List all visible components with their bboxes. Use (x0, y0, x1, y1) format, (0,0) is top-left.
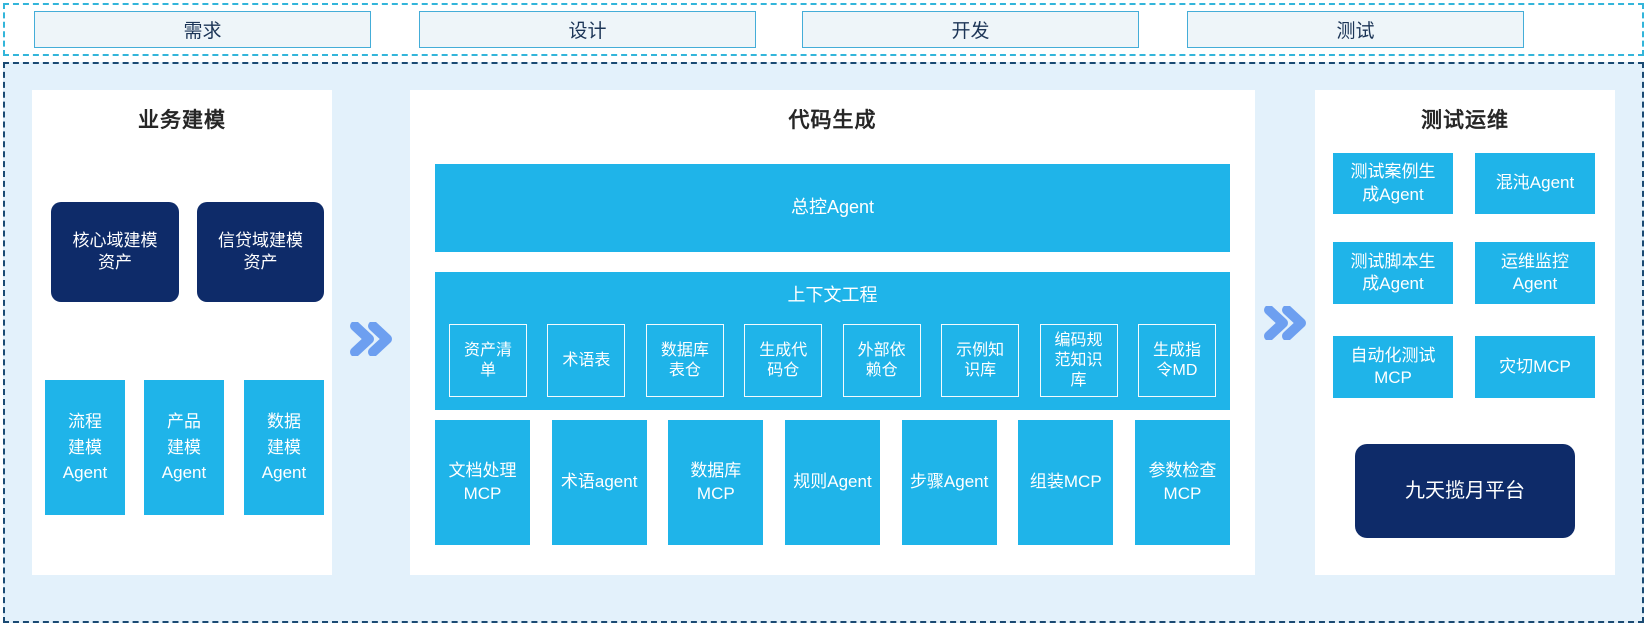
flow-arrow-icon (350, 322, 392, 356)
business-modeling-title: 业务建模 (138, 109, 226, 132)
context-item-glossary: 术语表 (547, 324, 626, 397)
context-item-sample-knowledge: 示例知 识库 (941, 324, 1020, 397)
master-agent-bar: 总控Agent (435, 164, 1230, 252)
phase-box-testing: 测试 (1187, 11, 1524, 48)
main-flow-container: 业务建模 核心域建模 资产 信贷域建模 资产 流程 建模 Agent 产品 建模… (3, 62, 1644, 623)
context-item-gen-code-repo: 生成代 码仓 (744, 324, 823, 397)
testops-box-chaos-agent: 混沌Agent (1475, 153, 1595, 214)
agent-box-process-modeling: 流程 建模 Agent (45, 380, 125, 515)
testops-box-ops-monitor-agent: 运维监控 Agent (1475, 242, 1595, 304)
code-generation-tools: 文档处理 MCP 术语agent 数据库 MCP 规则Agent 步骤Agent… (435, 420, 1230, 545)
tool-box-document-mcp: 文档处理 MCP (435, 420, 530, 545)
context-item-asset-list: 资产清 单 (449, 324, 527, 397)
phase-box-development: 开发 (802, 11, 1139, 48)
flow-arrow-icon (1264, 306, 1306, 340)
tool-box-step-agent: 步骤Agent (901, 420, 997, 545)
context-item-ext-dependency: 外部依 赖仓 (842, 324, 921, 397)
panel-business-modeling: 业务建模 核心域建模 资产 信贷域建模 资产 流程 建模 Agent 产品 建模… (32, 90, 332, 575)
agent-box-product-modeling: 产品 建模 Agent (144, 380, 224, 515)
phase-bar: 需求 设计 开发 测试 (3, 3, 1644, 56)
phase-box-requirements: 需求 (34, 11, 371, 48)
platform-box-jiutian: 九天揽月平台 (1355, 444, 1575, 538)
testops-box-auto-test-mcp: 自动化测试 MCP (1333, 336, 1453, 398)
testops-box-test-script-gen-agent: 测试脚本生 成Agent (1333, 242, 1453, 304)
code-generation-title: 代码生成 (788, 109, 877, 132)
tool-box-assembly-mcp: 组装MCP (1018, 420, 1114, 545)
tool-box-database-mcp: 数据库 MCP (668, 420, 764, 545)
tool-box-rule-agent: 规则Agent (784, 420, 880, 545)
testops-box-disaster-switch-mcp: 灾切MCP (1475, 336, 1595, 398)
tool-box-param-check-mcp: 参数检查 MCP (1134, 420, 1230, 545)
testops-box-test-case-gen-agent: 测试案例生 成Agent (1333, 153, 1453, 214)
panel-code-generation: 代码生成 总控Agent 上下文工程 资产清 单 术语表 数据库 表仓 生成代 … (410, 90, 1255, 575)
panel-test-ops: 测试运维 测试案例生 成Agent 混沌Agent 测试脚本生 成Agent 运… (1315, 90, 1615, 575)
context-engineering-items: 资产清 单 术语表 数据库 表仓 生成代 码仓 外部依 赖仓 示例知 识库 编码… (449, 324, 1216, 397)
asset-box-credit-domain: 信贷域建模 资产 (197, 202, 324, 302)
context-item-db-table-repo: 数据库 表仓 (645, 324, 724, 397)
test-ops-title: 测试运维 (1421, 109, 1509, 132)
asset-box-core-domain: 核心域建模 资产 (51, 202, 179, 302)
phase-box-design: 设计 (419, 11, 756, 48)
agent-box-data-modeling: 数据 建模 Agent (244, 380, 324, 515)
context-item-gen-instruction-md: 生成指 令MD (1137, 324, 1216, 397)
tool-box-terminology-agent: 术语agent (551, 420, 647, 545)
context-item-coding-standards: 编码规 范知识 库 (1039, 324, 1118, 397)
context-engineering-block: 上下文工程 资产清 单 术语表 数据库 表仓 生成代 码仓 外部依 赖仓 示例知… (435, 272, 1230, 410)
context-engineering-title: 上下文工程 (787, 285, 878, 305)
